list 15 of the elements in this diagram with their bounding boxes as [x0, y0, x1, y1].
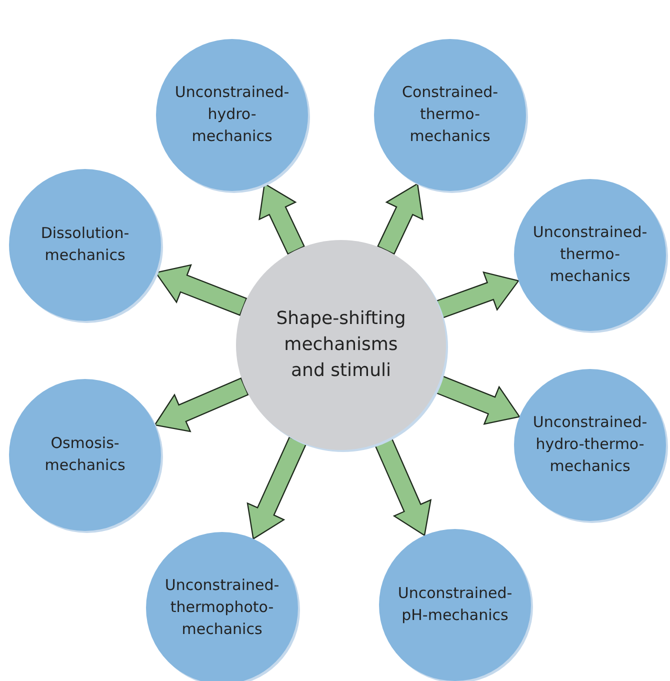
node-label: Dissolution- mechanics — [40, 223, 130, 266]
block-arrow — [436, 271, 520, 319]
node-label: Unconstrained- thermophoto- mechanics — [164, 575, 280, 640]
node-label: Unconstrained- hydro-thermo- mechanics — [532, 412, 648, 477]
block-arrow — [154, 377, 249, 432]
node-label: Shape-shifting mechanisms and stimuli — [275, 306, 407, 384]
block-arrow — [258, 182, 305, 255]
node-label: Unconstrained- pH-mechanics — [396, 583, 514, 626]
block-arrow — [154, 264, 248, 316]
block-arrow — [377, 182, 424, 255]
node-label: Constrained- thermo- mechanics — [400, 82, 500, 147]
node-label: Unconstrained- hydro- mechanics — [174, 82, 290, 147]
node-label: Osmosis- mechanics — [44, 433, 126, 476]
block-arrow — [246, 436, 307, 540]
node-label: Unconstrained- thermo- mechanics — [532, 222, 648, 287]
